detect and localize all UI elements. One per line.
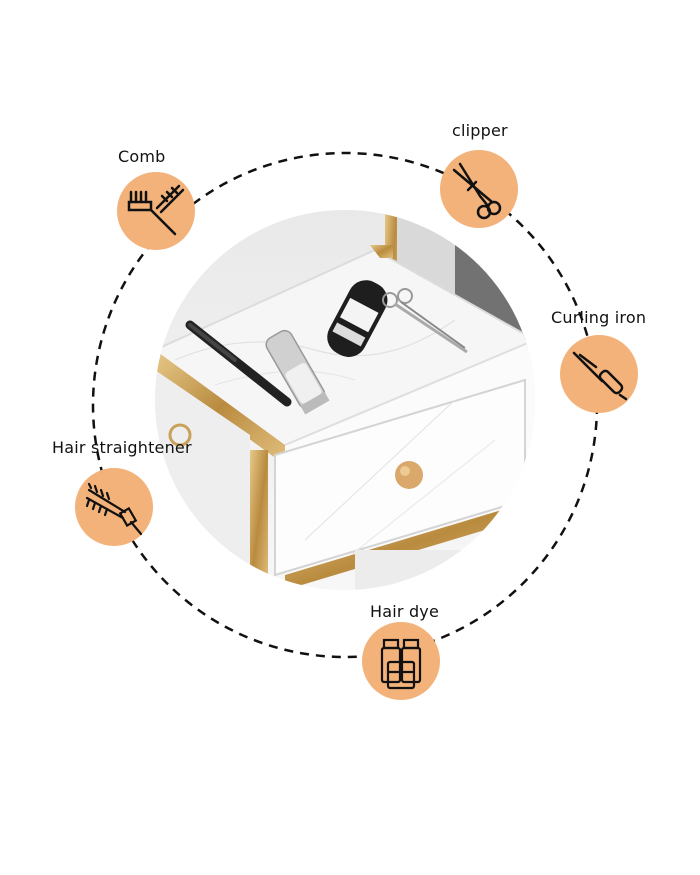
hair-straightener-label: Hair straightener xyxy=(52,438,192,457)
hair-straightener-icon xyxy=(85,482,143,536)
product-photo xyxy=(155,210,535,590)
hair-dye-badge xyxy=(362,622,440,700)
comb-label: Comb xyxy=(118,147,166,166)
clipper-badge xyxy=(440,150,518,228)
comb-badge xyxy=(117,172,195,250)
hair-straightener-badge xyxy=(75,468,153,546)
curling-iron-icon xyxy=(572,351,628,401)
curling-iron-badge xyxy=(560,335,638,413)
clipper-label: clipper xyxy=(452,121,508,140)
comb-icon xyxy=(127,184,185,236)
hair-dye-label: Hair dye xyxy=(370,602,440,621)
scissors-icon xyxy=(452,162,502,220)
hair-dye-icon xyxy=(380,638,422,690)
curling-iron-label: Curling iron xyxy=(551,308,647,327)
